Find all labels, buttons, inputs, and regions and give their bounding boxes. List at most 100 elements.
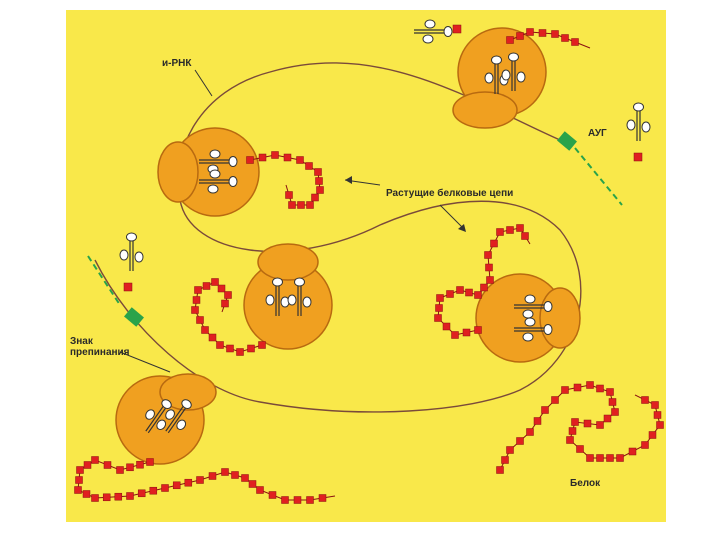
amino-acid-bead — [114, 492, 123, 501]
amino-acid-bead — [586, 381, 594, 389]
amino-acid-bead — [496, 228, 504, 236]
start-codon-label: АУГ — [588, 128, 607, 139]
amino-acid-bead — [496, 466, 504, 474]
protein-label: Белок — [570, 478, 601, 489]
ribosome-icon — [243, 243, 333, 350]
start-codon-marker — [557, 131, 577, 151]
amino-acid-bead — [236, 348, 244, 356]
amino-acid-bead — [281, 496, 289, 504]
amino-acid-bead — [571, 38, 579, 46]
amino-acid-bead — [146, 458, 154, 466]
stop-signal-pointer — [119, 351, 171, 373]
amino-acid-bead — [484, 251, 492, 259]
amino-acid-bead — [490, 239, 498, 248]
amino-acid-bead — [217, 284, 226, 293]
amino-acid-bead — [211, 278, 219, 286]
amino-acid-bead — [603, 414, 612, 423]
amino-acid-bead — [311, 193, 319, 202]
amino-acid-bead — [149, 486, 158, 495]
amino-acid-bead — [506, 226, 514, 234]
amino-acid-bead — [506, 36, 514, 44]
amino-acid-bead — [136, 460, 144, 469]
amino-acid-bead — [241, 474, 249, 482]
amino-acid-bead — [293, 496, 302, 504]
amino-acid-bead — [451, 331, 459, 339]
amino-acid-bead — [606, 454, 614, 462]
amino-acid-bead — [283, 153, 292, 162]
amino-acid-bead — [506, 446, 514, 454]
amino-acid-bead — [191, 306, 199, 314]
amino-acid-bead — [126, 492, 134, 500]
amino-acid-bead — [480, 283, 488, 292]
arrowhead-right — [458, 224, 466, 232]
amino-acid-bead — [641, 441, 649, 449]
mrna-end-dashed — [87, 255, 121, 306]
amino-acid-bead — [246, 156, 254, 164]
amino-acid-bead — [561, 386, 569, 394]
ribosome-icon — [475, 273, 581, 363]
amino-acid-bead — [501, 456, 509, 464]
amino-acid-bead — [161, 484, 169, 492]
amino-acid-bead — [316, 186, 324, 194]
ribosome-icon — [115, 373, 217, 465]
amino-acid-bead — [561, 34, 569, 42]
amino-acid-bead — [465, 288, 473, 297]
amino-acid-bead — [526, 428, 534, 436]
amino-acid-bead — [258, 341, 266, 349]
amino-acid-bead — [216, 341, 224, 349]
amino-acid-chains — [74, 28, 664, 504]
amino-acid-bead — [586, 454, 594, 462]
amino-acid-bead — [628, 447, 637, 456]
amino-acid-bead — [196, 476, 204, 484]
amino-acid-bead — [296, 156, 304, 164]
amino-acid-bead — [74, 486, 82, 494]
amino-acid-bead — [596, 421, 604, 429]
amino-acid-bead — [576, 445, 584, 453]
amino-acid-bead — [566, 436, 574, 444]
amino-acid-bead — [538, 29, 547, 37]
amino-acid-bead — [91, 494, 99, 502]
amino-acid-bead — [126, 463, 134, 472]
mrna-start-dashed — [574, 147, 623, 206]
amino-acid-bead — [103, 461, 112, 469]
stop-signal-label-line2: препинания — [70, 347, 130, 358]
chain-backbone — [499, 384, 661, 471]
amino-acid-bead — [76, 466, 84, 474]
amino-acid-bead — [184, 478, 193, 487]
amino-acid-bead — [258, 153, 267, 162]
amino-acid-bead — [442, 322, 451, 331]
amino-acid-bead — [314, 168, 322, 176]
trna-icon — [626, 102, 651, 162]
amino-acid-bead — [208, 333, 217, 342]
amino-acid-bead — [573, 383, 582, 392]
amino-acid-bead — [516, 224, 524, 232]
stop-codon-marker — [124, 307, 144, 327]
amino-acid-bead — [436, 294, 444, 302]
amino-acid-bead — [596, 454, 604, 462]
amino-acid-bead — [462, 328, 471, 337]
amino-acid-bead — [192, 296, 201, 304]
amino-acid-bead — [137, 489, 146, 498]
amino-acid-bead — [75, 476, 83, 484]
amino-acid-bead — [285, 191, 293, 199]
amino-acid-bead — [297, 201, 305, 209]
mrna-strand — [94, 62, 582, 413]
amino-acid-bead — [608, 398, 617, 406]
amino-acid-bead — [201, 326, 209, 334]
amino-acid-bead — [102, 493, 111, 502]
amino-acid-bead — [306, 496, 314, 504]
amino-acid-bead — [318, 494, 327, 502]
amino-acid-bead — [248, 480, 257, 488]
amino-acid-bead — [516, 437, 524, 445]
amino-acid-bead — [221, 299, 229, 308]
amino-acid-bead — [306, 201, 314, 209]
amino-acid-bead — [641, 396, 649, 404]
amino-acid-bead — [474, 291, 482, 299]
amino-acid-bead — [611, 408, 619, 416]
trna-icon — [119, 232, 144, 292]
amino-acid-bead — [648, 431, 657, 439]
amino-acid-bead — [221, 468, 229, 476]
amino-acid-bead — [474, 326, 482, 334]
growing-chains-arrow-right — [439, 204, 466, 231]
amino-acid-bead — [82, 490, 91, 498]
